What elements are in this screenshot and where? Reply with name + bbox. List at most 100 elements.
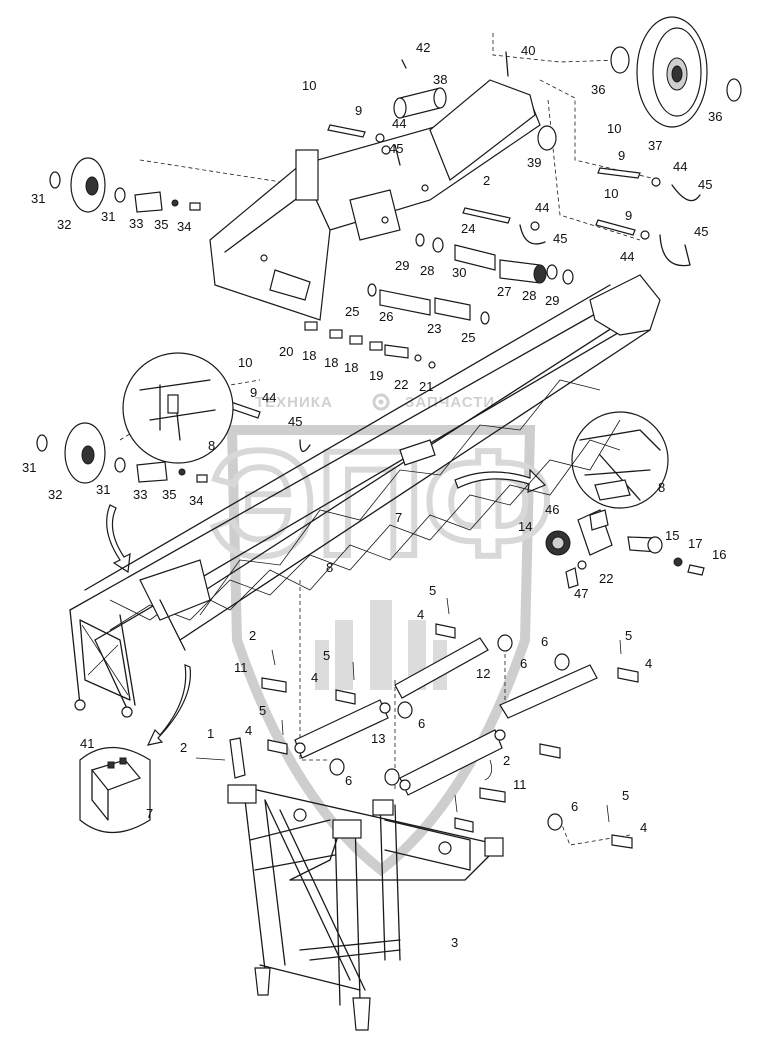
callout-33: 33 xyxy=(133,487,147,502)
callout-37: 37 xyxy=(648,138,662,153)
callout-33: 33 xyxy=(129,216,143,231)
callout-11: 11 xyxy=(513,777,527,792)
callout-24: 24 xyxy=(461,221,475,236)
callout-18: 18 xyxy=(302,348,316,363)
watermark: ТЕХНИКА ЗАПЧАСТИ ЭПФ xyxy=(207,393,555,877)
callout-9: 9 xyxy=(355,103,362,118)
gear-icon xyxy=(372,393,390,411)
callout-45: 45 xyxy=(553,231,567,246)
callout-31: 31 xyxy=(31,191,45,206)
callout-31: 31 xyxy=(96,482,110,497)
upper-housing xyxy=(209,79,541,321)
callout-44: 44 xyxy=(262,390,276,405)
callout-8: 8 xyxy=(208,438,215,453)
callout-40: 40 xyxy=(521,43,535,58)
callout-10: 10 xyxy=(607,121,621,136)
lattice-boom xyxy=(69,274,661,641)
callout-9: 9 xyxy=(625,208,632,223)
callout-44: 44 xyxy=(392,116,406,131)
callout-44: 44 xyxy=(535,200,549,215)
link-arms xyxy=(294,634,598,831)
callout-18: 18 xyxy=(324,355,338,370)
callout-18: 18 xyxy=(344,360,358,375)
callout-9: 9 xyxy=(618,148,625,163)
callout-9: 9 xyxy=(250,385,257,400)
callout-29: 29 xyxy=(395,258,409,273)
callout-32: 32 xyxy=(48,487,62,502)
callout-2: 2 xyxy=(483,173,490,188)
callout-36: 36 xyxy=(708,109,722,124)
callout-11: 11 xyxy=(234,660,248,675)
callout-2: 2 xyxy=(503,753,510,768)
callout-28: 28 xyxy=(420,263,434,278)
left-pulley-group-mid xyxy=(36,399,311,484)
detail-circle-8-left xyxy=(122,352,234,464)
watermark-text-left: ТЕХНИКА xyxy=(255,394,333,411)
callout-29: 29 xyxy=(545,293,559,308)
callout-44: 44 xyxy=(673,159,687,174)
ring-36-right xyxy=(726,78,742,102)
callout-22: 22 xyxy=(599,571,613,586)
callout-34: 34 xyxy=(177,219,191,234)
callout-22: 22 xyxy=(394,377,408,392)
pins-lower xyxy=(195,597,639,849)
callout-41: 41 xyxy=(80,736,94,751)
callout-35: 35 xyxy=(162,487,176,502)
callout-45: 45 xyxy=(694,224,708,239)
callout-6: 6 xyxy=(345,773,352,788)
callout-5: 5 xyxy=(429,583,436,598)
callout-1: 1 xyxy=(207,726,214,741)
watermark-text-right: ЗАПЧАСТИ xyxy=(405,394,495,411)
roller-38 xyxy=(393,87,447,119)
callout-10: 10 xyxy=(302,78,316,93)
callout-2: 2 xyxy=(180,740,187,755)
callout-2: 2 xyxy=(249,628,256,643)
watermark-logo: ЭПФ xyxy=(210,419,553,587)
callout-39: 39 xyxy=(527,155,541,170)
callout-4: 4 xyxy=(245,723,252,738)
callout-7: 7 xyxy=(146,806,153,821)
callout-47: 47 xyxy=(574,586,588,601)
callout-36: 36 xyxy=(591,82,605,97)
callout-4: 4 xyxy=(640,820,647,835)
shaft-parts-middle xyxy=(304,233,574,369)
callout-19: 19 xyxy=(369,368,383,383)
callout-14: 14 xyxy=(518,519,532,534)
callout-10: 10 xyxy=(238,355,252,370)
callout-21: 21 xyxy=(419,379,433,394)
callout-4: 4 xyxy=(417,607,424,622)
callout-4: 4 xyxy=(311,670,318,685)
ring-39 xyxy=(537,125,557,151)
right-hardware-group xyxy=(545,509,705,589)
callout-6: 6 xyxy=(418,716,425,731)
callout-44: 44 xyxy=(620,249,634,264)
callout-labels: 1 2 2 2 2 3 4 4 4 4 4 5 5 5 5 5 6 6 6 6 … xyxy=(22,40,726,950)
callout-5: 5 xyxy=(625,628,632,643)
lower-left-leg-frame xyxy=(69,599,186,718)
callout-3: 3 xyxy=(451,935,458,950)
callout-34: 34 xyxy=(189,493,203,508)
callout-23: 23 xyxy=(427,321,441,336)
ring-36-left xyxy=(610,46,630,74)
callout-45: 45 xyxy=(288,414,302,429)
callout-5: 5 xyxy=(259,703,266,718)
pulley-37 xyxy=(636,16,708,128)
pins-and-washers-top xyxy=(327,51,701,267)
callout-13: 13 xyxy=(371,731,385,746)
callout-6: 6 xyxy=(571,799,578,814)
callout-32: 32 xyxy=(57,217,71,232)
callout-45: 45 xyxy=(389,141,403,156)
callout-5: 5 xyxy=(323,648,330,663)
callout-8: 8 xyxy=(658,480,665,495)
callout-12: 12 xyxy=(476,666,490,681)
callout-31: 31 xyxy=(22,460,36,475)
callout-5: 5 xyxy=(622,788,629,803)
callout-4: 4 xyxy=(645,656,652,671)
callout-8: 8 xyxy=(326,560,333,575)
callout-25: 25 xyxy=(461,330,475,345)
base-frame-3 xyxy=(227,784,504,1031)
callout-45: 45 xyxy=(698,177,712,192)
callout-38: 38 xyxy=(433,72,447,87)
callout-20: 20 xyxy=(279,344,293,359)
callout-30: 30 xyxy=(452,265,466,280)
